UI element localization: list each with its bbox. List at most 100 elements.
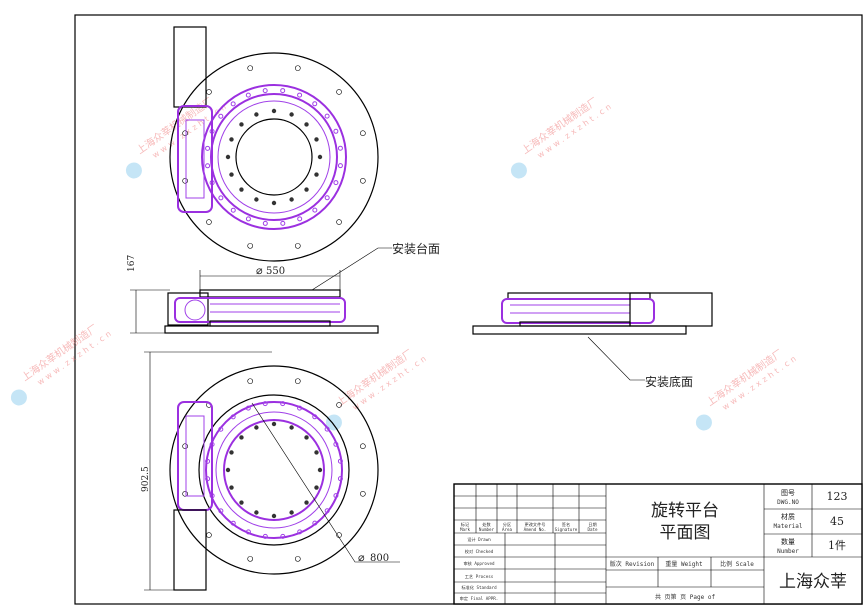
ring-bolt-hole: [218, 195, 224, 201]
number-value: 1件: [828, 539, 846, 552]
ring-bolt-hole: [205, 145, 211, 151]
ring-bolt-hole: [262, 88, 268, 94]
ring-bolt-hole: [324, 508, 330, 514]
bolt-holes: [182, 65, 366, 249]
watermark-logo-icon: [325, 414, 342, 431]
ring-bolt-hole: [218, 508, 224, 514]
bottom-view: [169, 365, 379, 591]
sign-row-label: 审定 Final APPR.: [460, 595, 499, 602]
outer-bolt-hole: [295, 378, 301, 384]
worm-shaft: [185, 119, 205, 199]
inner-bolt-hole: [254, 197, 259, 202]
dimension-902-text: 902.5: [141, 466, 151, 492]
ring-bolt-hole: [205, 476, 211, 482]
ring-bolt-hole: [297, 92, 303, 98]
ring-bolt-hole: [230, 207, 236, 213]
outer-bolt-hole: [247, 65, 253, 71]
outer-flange: [169, 52, 379, 262]
material-value: 45: [830, 515, 844, 528]
outer-bolt-hole: [295, 65, 301, 71]
inner-bolt-hole: [304, 435, 309, 440]
inner-bolt-hole: [314, 485, 319, 490]
mount-bottom-label: 安装底面: [645, 374, 693, 389]
ring-bolt-hole: [262, 220, 268, 226]
outer-bolt-hole: [206, 89, 212, 95]
ring-bolt-hole: [230, 101, 236, 107]
scale-label: 比例 Scale: [720, 560, 754, 568]
sign-row-label: 审核 Approved: [463, 560, 495, 567]
watermark-logo-icon: [510, 162, 527, 179]
inner-bolt-hole: [239, 500, 244, 505]
ring-bolt-hole: [205, 458, 211, 464]
inner-bolt-hole: [239, 187, 244, 192]
inner-bolt-hole: [304, 187, 309, 192]
ring-bolt-hole: [218, 426, 224, 432]
outer-bolt-hole: [247, 378, 253, 384]
ring-bolt-hole: [312, 414, 318, 420]
outer-bolt-hole: [360, 491, 366, 497]
ring-bolt-hole: [333, 180, 339, 186]
side-view-left: [164, 289, 379, 334]
change-header: 日期: [588, 522, 596, 528]
inner-bolt-hole: [271, 421, 277, 427]
inner-bolt-hole: [317, 467, 323, 473]
outer-bolt-hole: [182, 130, 188, 136]
outer-bolt-hole: [206, 532, 212, 538]
outer-bolt-hole: [206, 219, 212, 225]
ring-bolt-hole: [205, 163, 211, 169]
inner-bolt-hole: [289, 510, 294, 515]
watermark-logo-icon: [125, 162, 142, 179]
ring-bolt-hole: [312, 207, 318, 213]
drawing-title-line2: 平面图: [660, 523, 711, 543]
ring-bolt-hole: [333, 441, 339, 447]
ring-bolt-hole: [337, 476, 343, 482]
change-header-en: Signature: [555, 527, 578, 532]
inner-bolt-hole: [314, 172, 319, 177]
ring-bolt-hole: [280, 401, 286, 407]
inner-bolt-hole: [229, 137, 234, 142]
change-header-en: Mark: [460, 527, 471, 532]
change-header-en: Amend No.: [524, 527, 547, 532]
svg-text:⌀: ⌀: [358, 551, 365, 564]
outer-bolt-hole: [182, 491, 188, 497]
sign-row-label: 工艺 Process: [465, 574, 494, 579]
ring-bolt-hole: [297, 216, 303, 222]
ring-bolt-hole: [245, 216, 251, 222]
watermark-logo-icon: [10, 389, 27, 406]
change-header: 处数: [482, 521, 491, 528]
dwg-no-value: 123: [827, 490, 848, 503]
inner-bolt-hole: [229, 450, 234, 455]
ring-bolt-hole: [262, 533, 268, 539]
inner-bolt-hole: [289, 197, 294, 202]
inner-bolt-hole: [304, 500, 309, 505]
dimension-550: ⌀ 550: [199, 264, 341, 290]
inner-bolt-hole: [271, 513, 277, 519]
change-header: 分区: [503, 521, 511, 528]
outer-bolt-hole: [295, 556, 301, 562]
ring-bolt-hole: [280, 533, 286, 539]
outer-bolt-hole: [182, 443, 188, 449]
leader-mount-top: 安装台面: [311, 241, 440, 291]
center-bore: [235, 118, 313, 196]
leader-mount-bottom: 安装底面: [587, 336, 693, 389]
ring-bolt-hole: [245, 405, 251, 411]
inner-bolt-hole: [314, 450, 319, 455]
side-view-right: [472, 292, 713, 335]
outer-bolt-hole: [295, 243, 301, 249]
ring-bolt-hole: [230, 414, 236, 420]
ring-bolt-hole: [297, 405, 303, 411]
number-label: 数量: [781, 537, 795, 546]
inner-bolt-hole: [239, 435, 244, 440]
ring-bolt-hole: [324, 113, 330, 119]
sign-row-label: 设计 Drawn: [467, 536, 491, 543]
worm-drive-actuator: [177, 105, 213, 213]
number-label-en: Number: [777, 548, 799, 555]
dwg-no-label-en: DWG.NO: [777, 499, 799, 506]
inner-bolt-hole: [239, 122, 244, 127]
inner-bolt-hole: [289, 112, 294, 117]
ring-bolt-hole: [280, 220, 286, 226]
